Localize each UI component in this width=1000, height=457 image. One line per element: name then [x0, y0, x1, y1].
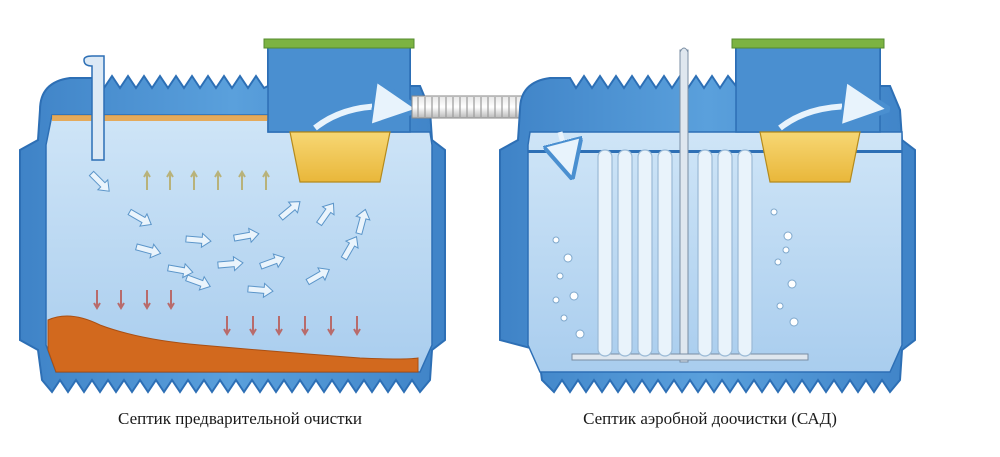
bubble	[552, 296, 560, 304]
bio-loop	[717, 149, 733, 357]
settle-arrow-icon	[143, 290, 151, 310]
filter-basket	[289, 131, 391, 183]
settle-arrow-icon	[301, 316, 309, 336]
connecting-pipe	[411, 95, 553, 119]
flow-arrow-icon	[127, 208, 152, 227]
filter-basket	[759, 131, 861, 183]
settle-arrow-icon	[249, 316, 257, 336]
bio-loop	[697, 149, 713, 357]
settle-arrow-icon	[327, 316, 335, 336]
bio-loop	[617, 149, 633, 357]
settle-arrow-icon	[93, 290, 101, 310]
settle-arrow-icon	[117, 290, 125, 310]
rise-arrow-icon	[262, 170, 270, 190]
inlet-pipe	[83, 55, 105, 161]
settle-arrow-icon	[223, 316, 231, 336]
bubble	[556, 272, 564, 280]
flow-arrow-icon	[217, 255, 244, 272]
settle-arrow-icon	[167, 290, 175, 310]
bubble	[569, 291, 579, 301]
bubble	[552, 236, 560, 244]
air-pipe	[679, 49, 689, 363]
bubble	[560, 314, 568, 322]
lid	[731, 38, 885, 49]
flow-arrow-icon	[305, 267, 330, 286]
scum-layer	[52, 115, 268, 121]
flow-arrow-icon	[259, 253, 285, 270]
sludge-layer	[47, 315, 419, 373]
rise-arrow-icon	[190, 170, 198, 190]
bubble	[770, 208, 778, 216]
bubble	[776, 302, 784, 310]
flow-arrows	[88, 170, 371, 336]
settle-arrow-icon	[275, 316, 283, 336]
flow-arrow-icon	[88, 170, 110, 192]
flow-arrow-icon	[185, 274, 211, 291]
primary-septic-tank	[19, 38, 446, 394]
rise-arrow-icon	[143, 170, 151, 190]
flow-arrow-icon	[560, 131, 570, 170]
bio-loop	[737, 149, 753, 357]
bubble	[789, 317, 799, 327]
lid	[263, 38, 415, 49]
caption-primary-tank: Септик предварительной очистки	[118, 409, 362, 428]
riser	[735, 43, 881, 133]
aerobic-tank	[499, 38, 916, 394]
water-line	[528, 150, 902, 153]
flow-arrow-icon	[233, 227, 260, 244]
rise-arrow-icon	[166, 170, 174, 190]
bubble	[575, 329, 585, 339]
flow-arrow-icon	[313, 106, 408, 128]
settle-arrow-icon	[353, 316, 361, 336]
bio-loop	[637, 149, 653, 357]
bubble	[783, 231, 793, 241]
flow-arrow-icon	[315, 202, 335, 227]
flow-arrow-icon	[778, 106, 878, 128]
bubble	[787, 279, 797, 289]
flow-arrow-icon	[185, 232, 212, 249]
bubble	[774, 258, 782, 266]
bubble	[563, 253, 573, 263]
bio-loop	[597, 149, 613, 357]
air-pipe-cap	[679, 47, 689, 53]
diffuser-plate	[571, 353, 809, 361]
air-bubble-icon	[552, 208, 799, 339]
riser	[267, 43, 411, 133]
flow-arrow-icon	[278, 201, 301, 221]
flow-arrow-icon	[355, 208, 371, 235]
rise-arrow-icon	[214, 170, 222, 190]
bio-load-media	[597, 149, 753, 357]
flow-arrow-icon	[340, 236, 359, 261]
flow-arrow-icon	[135, 243, 162, 259]
rise-arrow-icon	[238, 170, 246, 190]
bubble	[782, 246, 790, 254]
caption-aerobic-tank: Септик аэробной доочистки (САД)	[583, 409, 837, 428]
bio-loop	[657, 149, 673, 357]
flow-arrow-icon	[247, 282, 274, 299]
